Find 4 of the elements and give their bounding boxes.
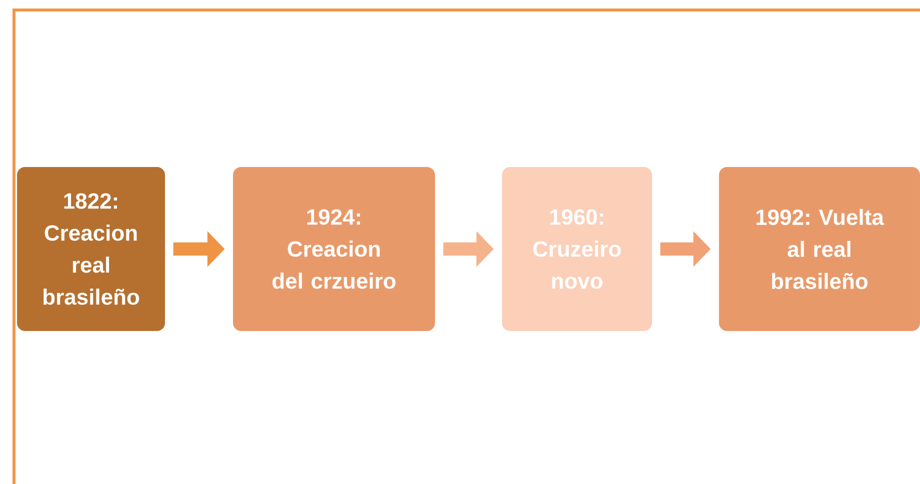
timeline-box: 1924: Creacion del crzueiro xyxy=(233,167,435,331)
timeline-box: 1960: Cruzeiro novo xyxy=(502,167,652,331)
timeline-box: 1992: Vuelta al real brasileño xyxy=(718,167,920,331)
timeline-box: 1822: Creacion real brasileño xyxy=(17,167,165,331)
